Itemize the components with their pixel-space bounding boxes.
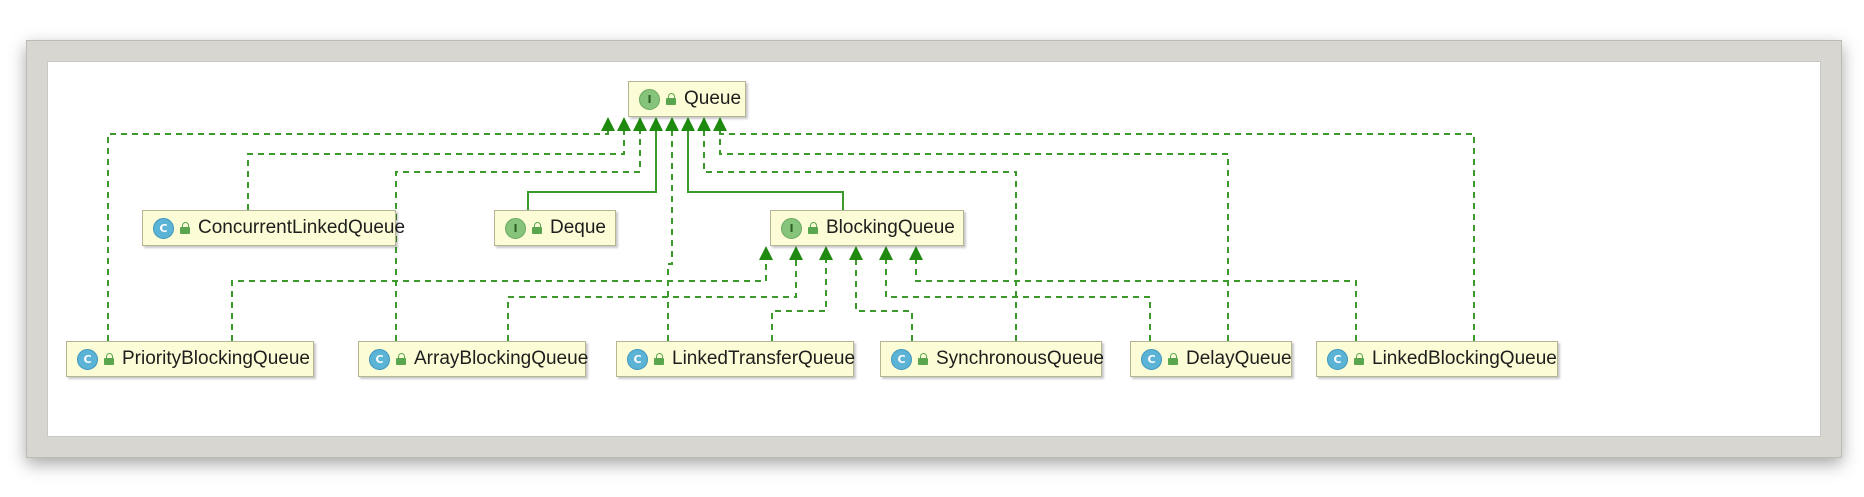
node-label: Queue bbox=[684, 88, 742, 109]
class-icon: C bbox=[77, 348, 98, 370]
arrowhead-queue-2 bbox=[633, 117, 647, 131]
class-icon: C bbox=[369, 348, 390, 370]
node-bq[interactable]: I BlockingQueue bbox=[770, 210, 964, 246]
node-label: LinkedBlockingQueue bbox=[1372, 348, 1557, 369]
edge-ltq-to-queue bbox=[667, 130, 673, 341]
node-label: BlockingQueue bbox=[826, 217, 955, 238]
public-visibility-icon bbox=[1354, 353, 1364, 365]
node-label: ArrayBlockingQueue bbox=[414, 348, 589, 369]
edges-layer bbox=[107, 117, 1475, 341]
public-visibility-icon bbox=[1168, 353, 1178, 365]
node-label: Deque bbox=[550, 217, 606, 238]
edge-bq-to-queue bbox=[687, 130, 844, 210]
public-visibility-icon bbox=[180, 222, 190, 234]
node-label: DelayQueue bbox=[1186, 348, 1292, 369]
edge-abq-to-blockingqueue bbox=[507, 259, 797, 341]
public-visibility-icon bbox=[808, 222, 818, 234]
node-dq[interactable]: C DelayQueue bbox=[1130, 341, 1292, 377]
node-deque[interactable]: I Deque bbox=[494, 210, 616, 246]
edge-dq-to-blockingqueue bbox=[885, 259, 1151, 341]
arrowhead-queue-7 bbox=[713, 117, 727, 131]
arrowhead-queue-0 bbox=[601, 117, 615, 131]
edge-abq-to-queue bbox=[395, 130, 641, 341]
edge-ltq-to-blockingqueue bbox=[771, 259, 827, 341]
node-ltq[interactable]: C LinkedTransferQueue bbox=[616, 341, 856, 377]
interface-icon: I bbox=[505, 217, 526, 239]
node-label: PriorityBlockingQueue bbox=[122, 348, 310, 369]
node-abq[interactable]: C ArrayBlockingQueue bbox=[358, 341, 589, 377]
node-label: SynchronousQueue bbox=[936, 348, 1104, 369]
arrowhead-blockingqueue-5 bbox=[909, 246, 923, 260]
public-visibility-icon bbox=[396, 353, 406, 365]
arrowhead-blockingqueue-4 bbox=[879, 246, 893, 260]
public-visibility-icon bbox=[532, 222, 542, 234]
edge-deque-to-queue bbox=[527, 130, 657, 210]
edge-lbq-to-blockingqueue bbox=[915, 259, 1357, 341]
arrowhead-queue-6 bbox=[697, 117, 711, 131]
node-pbq[interactable]: C PriorityBlockingQueue bbox=[66, 341, 314, 377]
class-icon: C bbox=[153, 217, 174, 239]
edge-sq-to-blockingqueue bbox=[855, 259, 913, 341]
arrowhead-blockingqueue-0 bbox=[759, 246, 773, 260]
arrowhead-queue-1 bbox=[617, 117, 631, 131]
edge-dq-to-queue bbox=[719, 130, 1229, 341]
arrowhead-blockingqueue-2 bbox=[819, 246, 833, 260]
edge-clq-to-queue bbox=[247, 130, 625, 210]
node-sq[interactable]: C SynchronousQueue bbox=[880, 341, 1104, 377]
edge-lbq-to-queue bbox=[719, 130, 1475, 341]
arrowhead-queue-4 bbox=[665, 117, 679, 131]
public-visibility-icon bbox=[104, 353, 114, 365]
interface-icon: I bbox=[639, 88, 660, 110]
public-visibility-icon bbox=[654, 353, 664, 365]
node-label: ConcurrentLinkedQueue bbox=[198, 217, 406, 238]
edge-pbq-to-queue bbox=[107, 130, 609, 341]
node-label: LinkedTransferQueue bbox=[672, 348, 856, 369]
arrowhead-blockingqueue-3 bbox=[849, 246, 863, 260]
node-queue[interactable]: I Queue bbox=[628, 81, 746, 117]
public-visibility-icon bbox=[666, 93, 676, 105]
edge-pbq-to-blockingqueue bbox=[231, 259, 767, 341]
edge-sq-to-queue bbox=[703, 130, 1017, 341]
node-clq[interactable]: C ConcurrentLinkedQueue bbox=[142, 210, 405, 246]
arrowhead-queue-3 bbox=[649, 117, 663, 131]
interface-icon: I bbox=[781, 217, 802, 239]
class-icon: C bbox=[627, 348, 648, 370]
public-visibility-icon bbox=[918, 353, 928, 365]
arrowhead-queue-5 bbox=[681, 117, 695, 131]
class-icon: C bbox=[891, 348, 912, 370]
class-icon: C bbox=[1327, 348, 1348, 370]
node-lbq[interactable]: C LinkedBlockingQueue bbox=[1316, 341, 1558, 377]
arrowhead-blockingqueue-1 bbox=[789, 246, 803, 260]
class-icon: C bbox=[1141, 348, 1162, 370]
